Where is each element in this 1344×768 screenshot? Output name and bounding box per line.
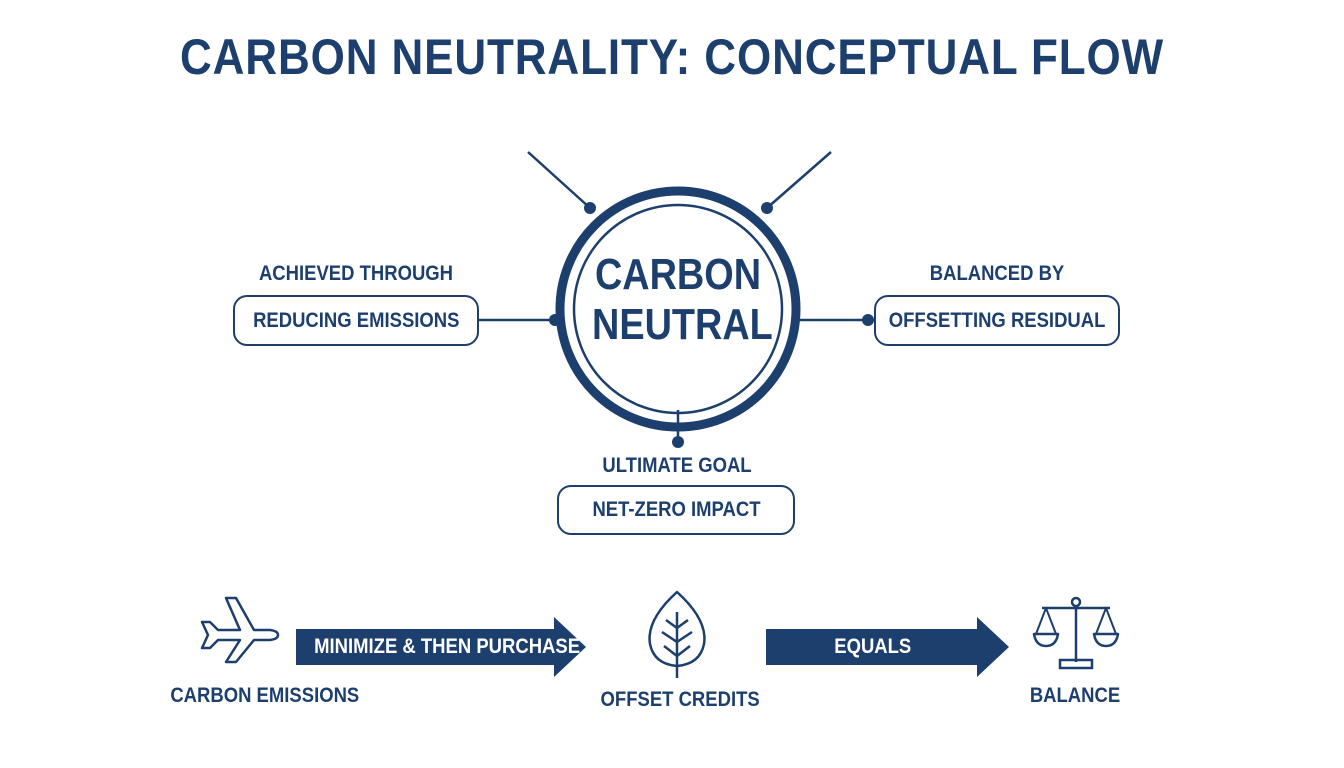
flow-arrow-1-label: MINIMIZE & THEN PURCHASE xyxy=(314,635,581,658)
flow-step1-label: CARBON EMISSIONS xyxy=(170,684,360,707)
connector-dot xyxy=(672,436,684,448)
flow-arrow-1: MINIMIZE & THEN PURCHASE xyxy=(296,617,588,677)
left-node-box-label: REDUCING EMISSIONS xyxy=(252,308,460,332)
bottom-node-box-label: NET-ZERO IMPACT xyxy=(591,498,761,521)
connector-dot xyxy=(862,314,874,326)
flow-step2-label: OFFSET CREDITS xyxy=(600,688,760,711)
connector-dot xyxy=(761,202,773,214)
flow-arrow-2-label: EQUALS xyxy=(834,635,912,658)
right-node-caption: BALANCED BY xyxy=(929,262,1065,285)
center-label-line2: NEUTRAL xyxy=(592,300,773,349)
airplane-icon xyxy=(200,596,280,664)
center-circle-outer xyxy=(555,186,801,432)
connector-dot xyxy=(549,314,561,326)
left-node-caption: ACHIEVED THROUGH xyxy=(258,262,454,285)
center-label-line1: CARBON xyxy=(594,250,762,299)
top-right-connector xyxy=(766,151,832,209)
flow-step3-label: BALANCE xyxy=(1029,684,1121,707)
flow-arrow-2: EQUALS xyxy=(766,617,1011,677)
leaf-icon xyxy=(648,590,706,678)
bottom-node-caption: ULTIMATE GOAL xyxy=(602,454,752,477)
left-node-box: REDUCING EMISSIONS xyxy=(233,295,479,346)
right-node-box: OFFSETTING RESIDUAL xyxy=(874,295,1120,346)
page-title: CARBON NEUTRALITY: CONCEPTUAL FLOW xyxy=(179,29,1165,85)
center-label: CARBON NEUTRAL xyxy=(592,250,773,350)
scales-icon xyxy=(1032,596,1120,670)
center-circle-inner xyxy=(572,203,784,415)
connector-dot xyxy=(584,202,596,214)
bottom-node-box: NET-ZERO IMPACT xyxy=(557,485,795,535)
top-left-connector xyxy=(527,151,591,209)
right-node-box-label: OFFSETTING RESIDUAL xyxy=(888,308,1106,332)
